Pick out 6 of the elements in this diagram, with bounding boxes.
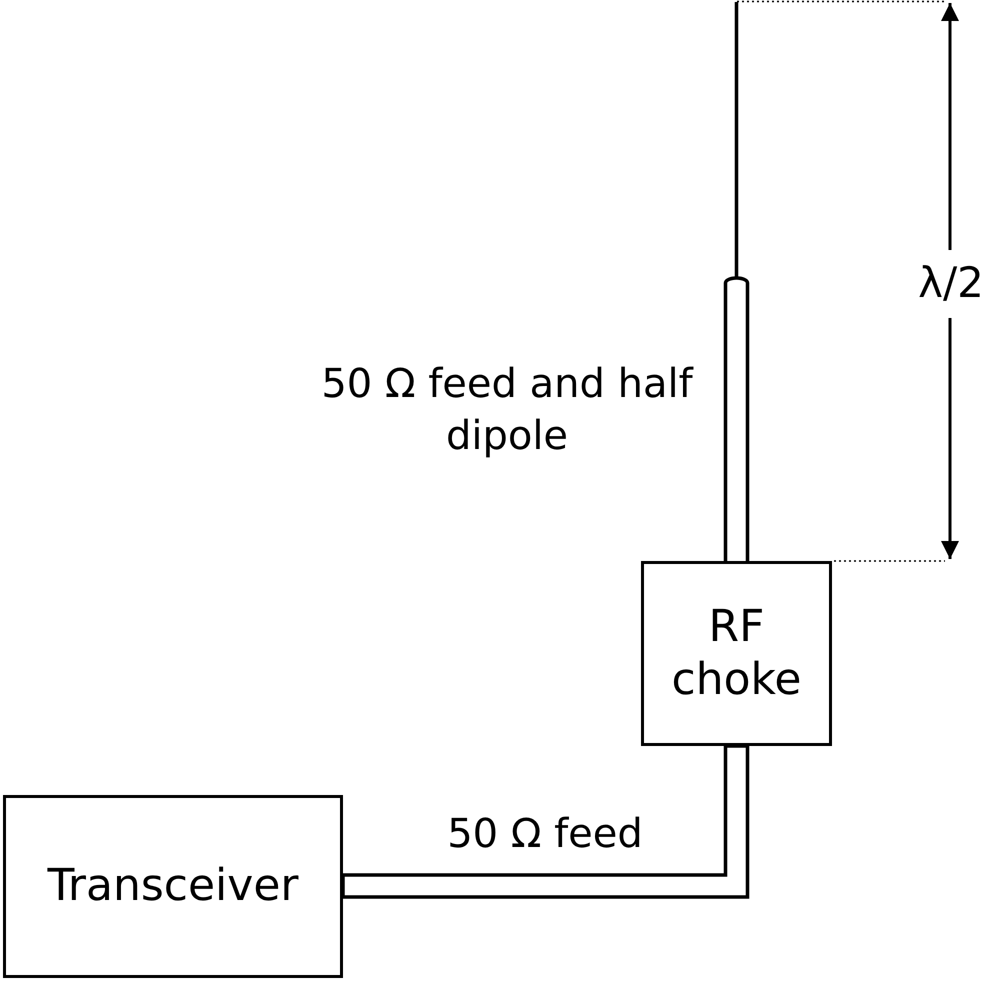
transceiver-box: Transceiver: [3, 795, 343, 978]
choke-box: RF choke: [641, 561, 832, 746]
edge-label: 50 Ω feed: [446, 810, 644, 859]
coax-and-antenna-wire: [724, 0, 750, 561]
coax-cable: [341, 744, 750, 899]
edge-label: 50 Ω feed and half dipole: [320, 360, 694, 461]
